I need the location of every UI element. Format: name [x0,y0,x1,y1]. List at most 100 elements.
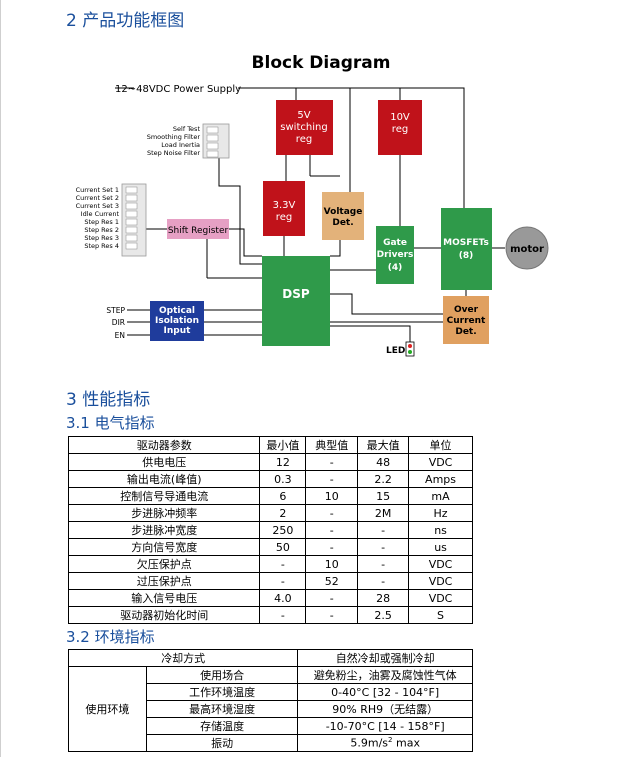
section-3-2-title: 3.2 环境指标 [66,628,155,646]
table-cell: 52 [305,572,359,590]
dip1-label: Step Noise Filter [147,149,200,157]
table-cell: 2.5 [357,606,410,624]
table-cell: 250 [259,521,307,539]
table-row: 振动 5.9m/s2 max [69,734,473,752]
table-cell: - [305,589,359,607]
table-row: 过压保护点-52-VDC [67,572,473,590]
vibration-number: 5.9m/s [350,736,389,750]
env-value: -10-70°C [14 - 158°F] [297,717,473,735]
motor-block: motor [505,226,549,270]
sw5v-line3: reg [296,134,312,145]
table-cell: 50 [259,538,307,556]
dip2-label: Step Res 1 [84,218,119,226]
table-header-cell: 最大值 [357,436,410,454]
table-header-cell: 最小值 [259,436,307,454]
gate-drivers-line1: Gate [383,238,407,248]
vibration-value: 5.9m/s2 max [297,734,473,752]
wires [115,87,505,342]
table-cell: - [357,572,410,590]
table-cell: 28 [357,589,410,607]
reg33-block: 3.3V reg [263,181,305,236]
sw5v-line1: 5V [297,110,310,121]
dip1-label: Self Test [173,125,201,133]
table-cell: VDC [408,572,473,590]
table-cell: - [357,555,410,573]
param-name-cell: 欠压保护点 [67,555,261,573]
optical-line3: Input [164,326,192,336]
table-cell: 2.2 [357,470,410,488]
input-dir-label: DIR [112,318,125,327]
reg10v-block: 10V reg [378,100,422,155]
optical-isolation-block: Optical Isolation Input [150,301,204,341]
table-cell: 10 [305,487,359,505]
param-name-cell: 驱动器初始化时间 [67,606,261,624]
table-cell: 12 [259,453,307,471]
table-cell: VDC [408,453,473,471]
table-cell: 2 [259,504,307,522]
over-current-block: Over Current Det. [443,296,489,344]
dip-switch-2 [121,183,147,257]
dip1-labels: Self Test Smoothing Filter Load Inertia … [147,125,201,157]
table-row: 最高环境湿度 90% RH9（无结露） [69,700,473,718]
table-row: 工作环境温度 0-40°C [32 - 104°F] [69,683,473,701]
gate-drivers-block: Gate Drivers (4) [376,226,414,284]
input-labels: STEP DIR EN [106,306,125,340]
table-cell: us [408,538,473,556]
table-header-row: 驱动器参数 最小值 典型值 最大值 单位 [67,436,473,454]
motor-label: motor [510,244,544,255]
table-cell: - [305,521,359,539]
table-cell: - [305,470,359,488]
table-cell: 6 [259,487,307,505]
sw5v-line2: switching [280,122,327,133]
table-cell: - [259,555,307,573]
env-param: 存储温度 [145,717,299,735]
param-name-cell: 方向信号宽度 [67,538,261,556]
table-cell: - [305,538,359,556]
vibration-label: 振动 [145,734,299,752]
mosfets-line1: MOSFETs [443,238,489,248]
cooling-label: 冷却方式 [67,649,299,667]
table-header-cell: 驱动器参数 [67,436,261,454]
shift-register-label: Shift Register [168,226,229,236]
env-param: 使用场合 [145,666,299,684]
led-label: LED [386,346,405,356]
input-en-label: EN [115,331,125,340]
section-2-title: 2 产品功能框图 [66,11,185,31]
dsp-label: DSP [282,287,310,301]
table-cell: 10 [305,555,359,573]
reg33-line2: reg [276,212,292,223]
table-cell: 0.3 [259,470,307,488]
param-name-cell: 步进脉冲频率 [67,504,261,522]
diagram-title: Block Diagram [252,53,391,73]
vibration-exponent: 2 [388,736,393,745]
table-row: 存储温度 -10-70°C [14 - 158°F] [69,717,473,735]
voltage-det-block: Voltage Det. [322,192,364,240]
param-name-cell: 步进脉冲宽度 [67,521,261,539]
gate-drivers-line3: (4) [388,263,403,273]
page-left-border [0,0,1,757]
param-name-cell: 输入信号电压 [67,589,261,607]
table-header-cell: 单位 [408,436,473,454]
voltage-det-line1: Voltage [324,207,363,217]
dip2-label: Idle Current [81,210,120,218]
table-header-cell: 典型值 [305,436,359,454]
table-cell: Hz [408,504,473,522]
table-cell: - [305,453,359,471]
table-cell: - [357,521,410,539]
table-cell: - [259,606,307,624]
param-name-cell: 过压保护点 [67,572,261,590]
dip2-label: Current Set 3 [76,202,119,210]
dsp-block: DSP [262,256,330,346]
over-current-line3: Det. [455,327,476,337]
dip2-label: Step Res 4 [84,242,119,250]
table-cell: 2M [357,504,410,522]
dip2-labels: Current Set 1 Current Set 2 Current Set … [76,186,120,250]
env-value: 避免粉尘，油雾及腐蚀性气体 [297,666,473,684]
led-indicator: LED [386,341,415,357]
